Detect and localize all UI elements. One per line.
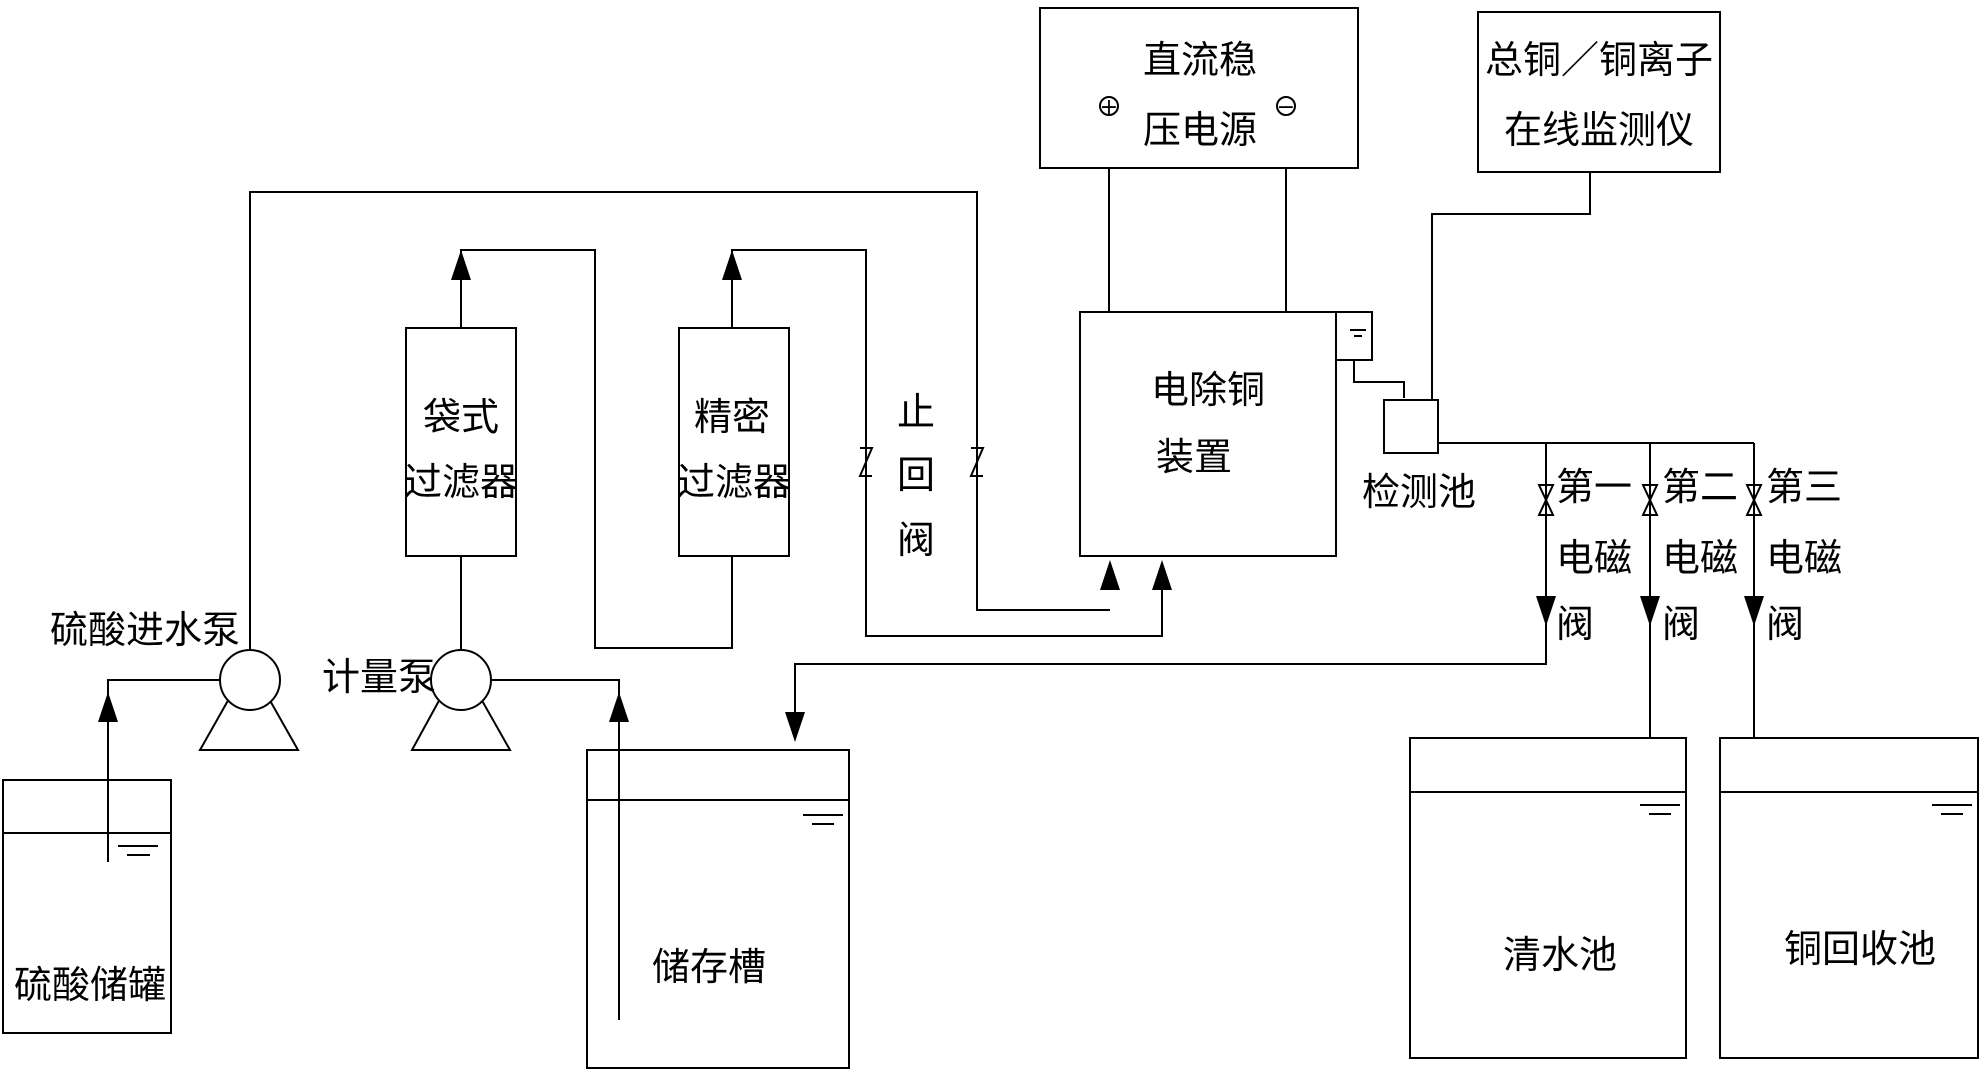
storage-tank-label: 储存槽: [652, 945, 766, 989]
check-valve-right-icon: [969, 447, 985, 477]
clean-pool-label: 清水池: [1503, 933, 1617, 977]
valve2-label-l3: 阀: [1662, 602, 1700, 646]
acid-pump-label: 硫酸进水泵: [50, 608, 240, 652]
copper-monitor: 总铜／铜离子 在线监测仪: [1477, 11, 1721, 173]
monitor-line1: 总铜／铜离子: [1485, 38, 1713, 82]
check-valve-label: 止 回 阀: [897, 390, 935, 562]
precision-filter-line2: 过滤器: [677, 460, 791, 504]
valve1-label-l1: 第一: [1556, 465, 1632, 509]
metering-pump-icon: [430, 649, 492, 711]
arrow-down-storage-return: [785, 712, 805, 742]
device-line1: 电除铜: [1151, 368, 1265, 412]
copper-pool-label: 铜回收池: [1784, 927, 1936, 971]
storage-tank: 储存槽: [586, 722, 850, 1069]
arrow-up-storage: [609, 692, 629, 722]
bag-filter: 袋式 过滤器: [404, 327, 518, 557]
arrow-up-device-left: [1100, 560, 1120, 590]
clean-water-pool: 清水池: [1409, 737, 1687, 1059]
pipe-acid-pump-to-check-valve: [249, 191, 1110, 650]
detection-tank: 检测池: [1362, 399, 1476, 514]
positive-terminal-icon: [1099, 96, 1119, 116]
valve-labels: 第一 电磁 阀 第二 电磁 阀 第三 电磁 阀: [1556, 465, 1842, 646]
valve3-label-l2: 电磁: [1766, 536, 1842, 580]
sensor-line-monitor: [1431, 172, 1591, 400]
valve3-label-l3: 阀: [1766, 602, 1804, 646]
valve3-icon: [1745, 484, 1763, 516]
arrow-up-bag-filter: [451, 250, 471, 280]
bag-filter-line2: 过滤器: [404, 460, 518, 504]
acid-pump-icon: [219, 649, 281, 711]
valve2-label-l1: 第二: [1662, 465, 1738, 509]
arrow-down-valve2: [1640, 596, 1660, 626]
metering-pump-label: 计量泵: [322, 655, 436, 699]
positive-terminal-label: +: [1100, 95, 1118, 120]
arrow-down-valve3: [1744, 596, 1764, 626]
check-valve-char2: 回: [897, 453, 935, 497]
arrow-down-valve1: [1536, 596, 1556, 626]
valve1-icon: [1537, 484, 1555, 516]
dc-power-supply: 直流稳 压电源 + −: [1039, 7, 1359, 169]
flow-arrows: [98, 250, 1764, 742]
arrow-up-acid-tank: [98, 692, 118, 722]
arrow-up-device-right: [1152, 560, 1172, 590]
check-valve-left-icon: [858, 447, 874, 477]
pipe-valve1: [794, 443, 1547, 712]
electro-copper-device: 电除铜 装置: [1079, 311, 1337, 557]
acid-inlet-pump: 硫酸进水泵: [50, 608, 300, 751]
valve3-label-l1: 第三: [1766, 465, 1842, 509]
valve1-label-l3: 阀: [1556, 602, 1594, 646]
precision-filter-line1: 精密: [694, 395, 770, 439]
monitor-line2: 在线监测仪: [1504, 108, 1694, 152]
pipe-device-overflow: [1353, 360, 1405, 398]
copper-recovery-pool: 铜回收池: [1719, 737, 1979, 1059]
dc-power-line1: 直流稳: [1143, 38, 1257, 82]
negative-terminal-label: −: [1277, 95, 1295, 120]
valve1-label-l2: 电磁: [1556, 536, 1632, 580]
device-line2: 装置: [1156, 435, 1232, 479]
valve2-icon: [1641, 484, 1659, 516]
check-valve-char1: 止: [897, 390, 935, 434]
check-valve-symbols: [858, 447, 985, 477]
detection-tank-label: 检测池: [1362, 470, 1476, 514]
acid-tank-label: 硫酸储罐: [14, 963, 166, 1007]
valve2-label-l2: 电磁: [1662, 536, 1738, 580]
check-valve-char3: 阀: [897, 518, 935, 562]
negative-terminal-icon: [1276, 96, 1296, 116]
arrow-up-precision-filter: [722, 250, 742, 280]
precision-filter: 精密 过滤器: [677, 327, 791, 557]
solenoid-valve-symbols: [1537, 484, 1763, 516]
bag-filter-line1: 袋式: [423, 395, 499, 439]
sulfuric-acid-tank: 硫酸储罐: [2, 722, 172, 1034]
device-overflow-weir: [1335, 311, 1373, 361]
metering-pump: 计量泵: [322, 649, 512, 751]
dc-power-line2: 压电源: [1143, 108, 1257, 152]
